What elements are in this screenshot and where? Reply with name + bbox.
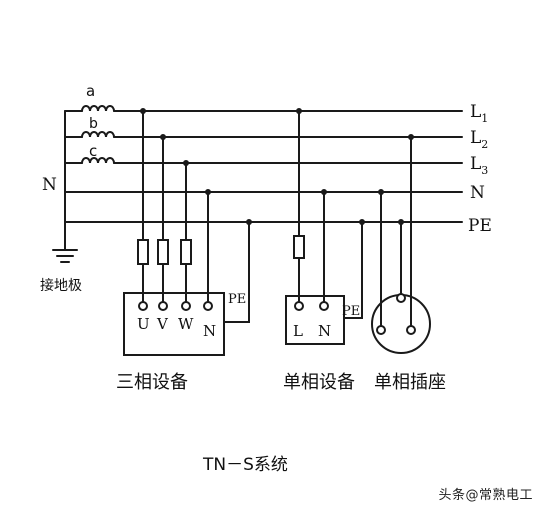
winding-label-c: c: [89, 142, 97, 160]
fuse-l: [293, 235, 305, 259]
three-phase-equipment-label: 三相设备: [116, 372, 188, 393]
terminal-label-w: W: [178, 315, 194, 333]
winding-label-b: b: [89, 116, 98, 132]
terminal-label-u: U: [137, 315, 150, 333]
single-phase-equipment: [285, 110, 363, 345]
line-label-l2: L2: [470, 128, 488, 151]
ground-symbol: [52, 221, 78, 263]
socket-label: 单相插座: [374, 372, 446, 393]
winding-b: [81, 131, 115, 138]
three-phase-enclosure: [123, 292, 225, 356]
single-phase-socket: [371, 136, 431, 354]
winding-label-a: a: [86, 82, 95, 100]
line-label-pe: PE: [468, 216, 492, 236]
terminal-label-l: L: [293, 322, 303, 340]
single-phase-equipment-label: 单相设备: [283, 372, 355, 393]
line-label-l1: L1: [470, 102, 488, 125]
watermark: 头条@常熟电工: [438, 488, 533, 503]
terminal-label-v: V: [156, 315, 169, 333]
fuse-w: [180, 239, 192, 265]
winding-c: [81, 157, 115, 164]
winding-a: [81, 105, 115, 112]
terminal-label-n-three-phase: N: [203, 322, 216, 340]
terminals: [138, 293, 416, 335]
fuse-v: [157, 239, 169, 265]
junction-dots: [140, 108, 414, 225]
single-phase-enclosure: [285, 295, 345, 345]
transformer-neutral-label: N: [42, 175, 57, 195]
line-label-l3: L3: [470, 154, 488, 177]
fuse-u: [137, 239, 149, 265]
pe-label-single-phase: PE: [342, 304, 360, 319]
terminal-label-n-single-phase: N: [318, 322, 331, 340]
three-phase-equipment: [123, 110, 250, 356]
line-label-n: N: [470, 183, 485, 203]
diagram-caption: TN－S系统: [202, 455, 288, 475]
pe-label-three-phase: PE: [228, 292, 246, 307]
ground-label: 接地极: [40, 277, 82, 294]
